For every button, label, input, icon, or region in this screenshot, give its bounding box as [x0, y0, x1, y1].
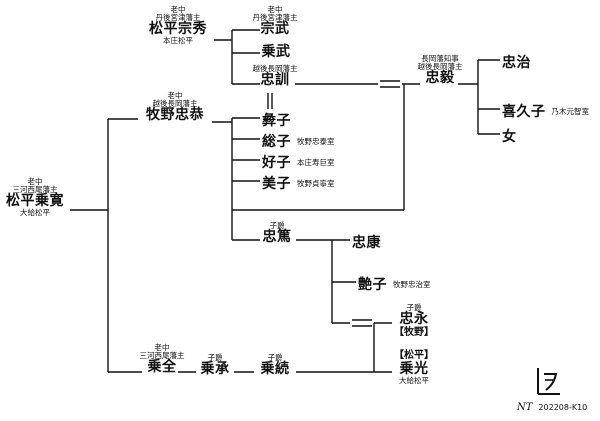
person-noritake: 乗武	[258, 45, 294, 60]
domain-label: 丹後宮津藩主	[155, 12, 201, 22]
spouse-note: 乃木元智室	[551, 107, 590, 116]
person-fusako: 総子牧野忠泰室	[262, 131, 335, 151]
domain-label: 越後長岡藩主	[252, 64, 298, 73]
spouse-note: 本庄寿巨室	[297, 158, 335, 167]
rank-label: 子爵	[406, 303, 422, 312]
person-miko: 美子牧野貞寧室	[262, 173, 335, 193]
person-name: 乗承	[200, 360, 230, 377]
person-matsudaira-norihiro: 老中 三河西尾藩主 松平乗寛 大給松平	[0, 178, 70, 217]
person-name: 忠毅	[425, 69, 455, 86]
title-label: 長岡藩知事	[421, 54, 459, 63]
person-name: 忠訓	[260, 71, 290, 88]
role-label: 老中	[267, 5, 283, 14]
person-yoshiko: 好子本庄寿巨室	[262, 152, 335, 172]
person-tsuyako: 艶子牧野忠治室	[358, 274, 431, 294]
person-munetake: 老中 丹後宮津藩主 宗武	[240, 6, 310, 36]
person-tadaatsu: 子爵 忠篤	[256, 222, 298, 245]
domain-label: 越後長岡藩主	[152, 98, 198, 108]
house-label: 大給松平	[20, 208, 50, 218]
person-name: 忠治	[502, 55, 531, 71]
person-name: 好子	[262, 155, 291, 171]
person-name: 乗光	[399, 360, 429, 377]
person-kikuko: 喜久子乃木元智室	[502, 101, 589, 121]
domain-label: 三河西尾藩主	[139, 350, 185, 360]
house-label: 本庄松平	[163, 36, 193, 46]
person-makino-tadayasu: 老中 越後長岡藩主 牧野忠恭	[132, 92, 218, 122]
person-name: 美子	[262, 176, 291, 192]
person-name: 乗続	[260, 360, 290, 377]
person-tadanaga: 子爵 忠永 【牧野】	[390, 304, 438, 338]
rank-label: 子爵	[269, 221, 285, 230]
role-label: 老中	[170, 5, 186, 14]
author-logo-icon	[537, 368, 560, 395]
person-name: 忠篤	[262, 228, 292, 245]
rank-label: 子爵	[207, 353, 223, 362]
person-tadakatsu: 長岡藩知事 越後長岡藩主 忠毅	[405, 55, 475, 85]
house-bracket: 【松平】	[394, 350, 434, 361]
person-tadayasu-2: 忠康	[352, 232, 381, 252]
role-label: 老中	[27, 177, 43, 186]
domain-label: 越後長岡藩主	[417, 61, 463, 71]
person-name: 女	[502, 129, 517, 145]
person-norisumi: 子爵 乗続	[254, 354, 296, 377]
person-name: 乗全	[147, 358, 177, 375]
person-name: 艶子	[358, 277, 387, 293]
person-tadaharu: 忠治	[502, 52, 531, 72]
document-code: 202208-K10	[538, 403, 588, 412]
house-bracket: 【牧野】	[394, 326, 434, 338]
person-name: 松平宗秀	[149, 20, 207, 37]
spouse-note: 牧野忠泰室	[297, 137, 335, 146]
person-name: 彜子	[262, 113, 291, 129]
person-name: 牧野忠恭	[146, 106, 204, 123]
person-norimoto: 老中 三河西尾藩主 乗全	[122, 344, 202, 374]
person-name: 喜久子	[502, 104, 546, 120]
person-matsudaira-munehide: 老中 丹後宮津藩主 松平宗秀 本庄松平	[138, 6, 218, 45]
person-name: 総子	[262, 134, 291, 150]
author-credit: NT 202208-K10	[517, 402, 587, 413]
person-noritsugu: 子爵 乗承	[194, 354, 236, 377]
rank-label: 子爵	[267, 353, 283, 362]
person-onna: 女	[502, 126, 517, 146]
domain-label: 丹後宮津藩主	[252, 12, 298, 22]
house-label: 大給松平	[399, 376, 429, 386]
domain-label: 三河西尾藩主	[12, 184, 58, 194]
person-tsuneko: 彜子	[262, 110, 291, 130]
person-name: 乗武	[261, 44, 291, 60]
person-name: 宗武	[260, 20, 290, 37]
author-signature: NT	[517, 402, 533, 413]
spouse-note: 牧野忠治室	[393, 280, 431, 289]
person-name: 忠永	[399, 310, 429, 327]
role-label: 老中	[154, 343, 170, 352]
spouse-note: 牧野貞寧室	[297, 179, 335, 188]
person-norimitsu: 【松平】 乗光 大給松平	[388, 350, 440, 385]
person-name: 忠康	[352, 235, 381, 251]
person-tadakuni: 越後長岡藩主 忠訓	[244, 65, 306, 88]
person-name: 松平乗寛	[6, 192, 64, 209]
role-label: 老中	[167, 91, 183, 100]
